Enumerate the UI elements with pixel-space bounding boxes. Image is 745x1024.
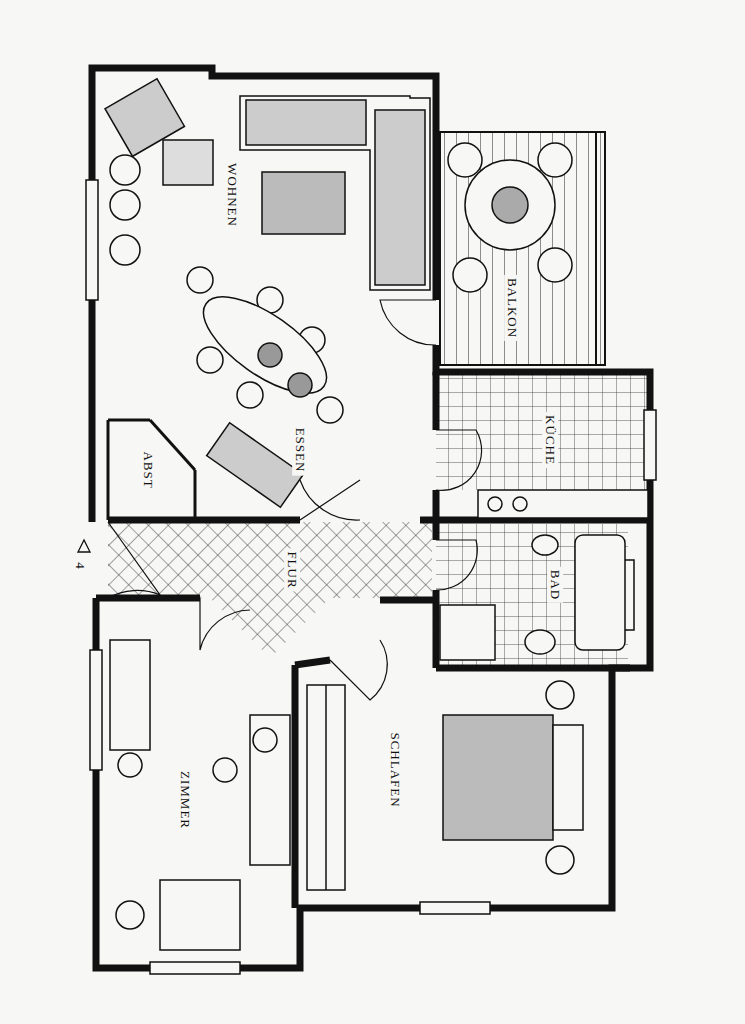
room-label: FLUR	[284, 548, 300, 591]
stair-number: 4	[72, 559, 88, 573]
room-label: WOHNEN	[224, 160, 240, 230]
balcony: BALKON	[440, 132, 605, 365]
bathroom: BAD	[436, 524, 628, 666]
room: ZIMMER	[100, 600, 295, 965]
bedroom: SCHLAFEN	[300, 668, 610, 906]
room-label: SCHLAFEN	[387, 729, 403, 810]
room-label: BAD	[547, 567, 563, 603]
room-label: ZIMMER	[177, 768, 193, 832]
room-label: ABST	[140, 448, 156, 491]
hallway: FLUR	[108, 522, 432, 598]
room-label: BALKON	[504, 275, 520, 341]
kitchen: KÜCHE	[436, 372, 648, 490]
room-label: ESSEN	[292, 425, 308, 476]
room-label: KÜCHE	[542, 412, 558, 468]
storage-room: ABST	[108, 420, 193, 520]
